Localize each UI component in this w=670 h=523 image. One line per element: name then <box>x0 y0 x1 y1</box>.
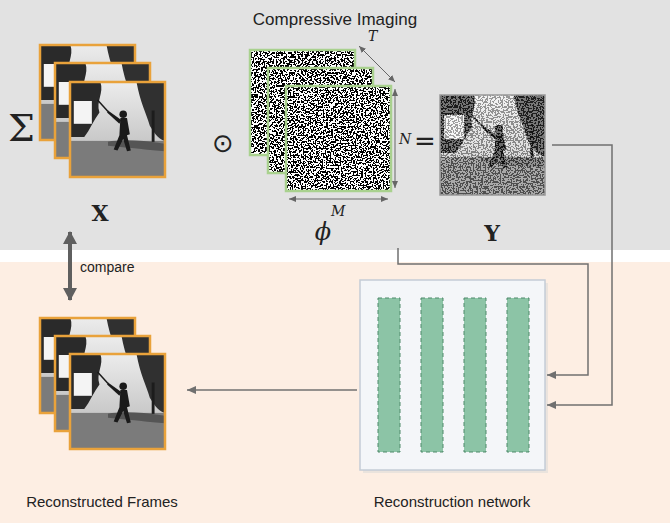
node-label: ϕ <box>240 218 406 246</box>
network-box: Reconstruction network <box>357 278 547 518</box>
frame-stack: X <box>30 40 170 232</box>
data-flow-arrow <box>398 248 588 375</box>
compare-arrow <box>68 232 72 300</box>
data-flow-arrow <box>187 389 357 391</box>
operator-symbol: ⊙ <box>212 128 234 158</box>
node-label: Y <box>432 220 552 246</box>
dimension-lines <box>289 46 395 199</box>
measurement-image <box>440 95 545 195</box>
data-flow-arrow <box>547 145 612 405</box>
edge-label: compare <box>80 259 134 275</box>
node-label: X <box>30 200 170 226</box>
node-label: Reconstructed Frames <box>17 493 187 510</box>
dimension-label: M <box>331 203 345 219</box>
reconstruction-panel <box>0 262 670 523</box>
coding-masks <box>250 50 391 191</box>
dimension-label: T <box>368 28 377 44</box>
imaging-panel <box>0 0 670 250</box>
network-box <box>360 280 548 473</box>
frame-stack: Reconstructed Frames <box>17 300 187 518</box>
operator-symbol: = <box>414 126 436 156</box>
video-frames <box>40 45 165 177</box>
measurement-image: Y <box>432 88 552 248</box>
node-label: Reconstruction network <box>357 493 547 510</box>
node-label: Compressive Imaging <box>0 10 670 30</box>
dimension-label: N <box>399 131 411 147</box>
reconstructed-frames <box>40 318 165 449</box>
mask-stack: ϕ <box>240 38 406 248</box>
sum-symbol: Σ <box>8 106 35 150</box>
